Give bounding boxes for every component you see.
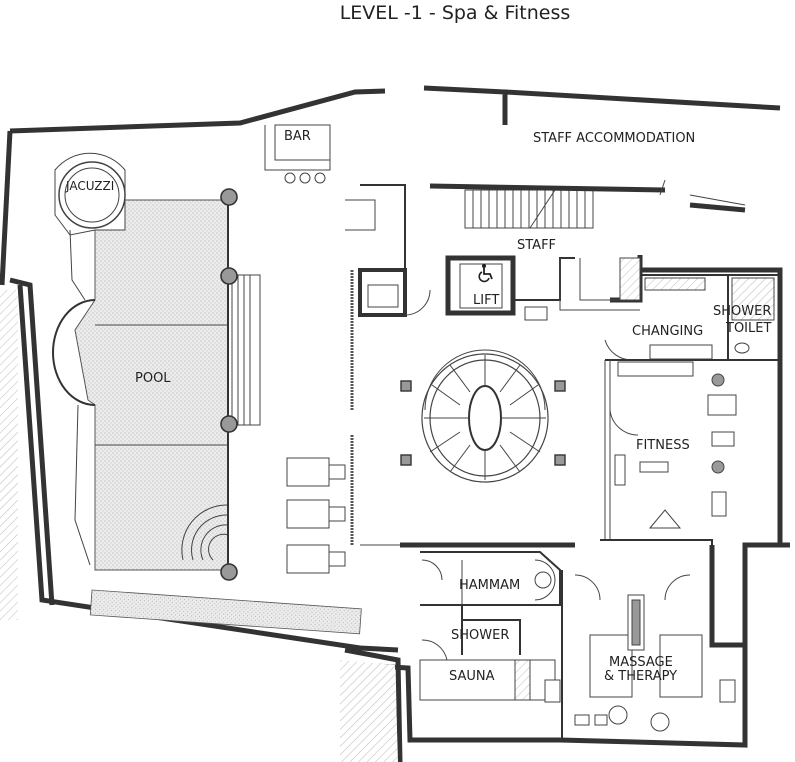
column	[400, 454, 412, 466]
label-hammam: HAMMAM	[459, 578, 520, 593]
sun-loungers	[286, 457, 346, 574]
plan-title: LEVEL -1 - Spa & Fitness	[339, 2, 571, 24]
ground-hatch-bottom	[340, 660, 398, 762]
spiral-staircase	[421, 349, 549, 483]
staff-stair	[429, 179, 746, 229]
changing-area	[604, 274, 780, 361]
shower-sauna	[419, 605, 556, 701]
label-therapy: & THERAPY	[604, 669, 677, 684]
core-block	[345, 184, 641, 321]
hammam	[420, 551, 561, 606]
column	[400, 380, 412, 392]
massage-therapy	[544, 570, 736, 740]
fitness-area	[604, 359, 780, 540]
ground-hatch-left	[0, 290, 18, 620]
bar-area	[264, 124, 331, 184]
column	[220, 415, 238, 433]
label-staff-accommodation: STAFF ACCOMMODATION	[533, 131, 695, 146]
wheelchair-icon	[478, 264, 493, 283]
label-changing: CHANGING	[632, 324, 703, 339]
label-lift: LIFT	[473, 293, 499, 308]
column	[220, 188, 238, 206]
column	[554, 380, 566, 392]
label-fitness: FITNESS	[636, 438, 690, 453]
label-shower: SHOWER	[713, 304, 771, 319]
label-staff: STAFF	[517, 238, 556, 253]
label-toilet: TOILET	[725, 321, 771, 336]
label-massage: MASSAGE	[609, 655, 673, 670]
label-jacuzzi: JACUZZI	[65, 179, 114, 193]
column	[220, 267, 238, 285]
label-pool: POOL	[135, 371, 171, 386]
label-shower-2: SHOWER	[451, 628, 509, 643]
jacuzzi	[54, 152, 126, 236]
column	[220, 563, 238, 581]
column	[554, 454, 566, 466]
label-sauna: SAUNA	[449, 669, 495, 684]
pool	[52, 199, 261, 571]
label-bar: BAR	[284, 129, 311, 144]
